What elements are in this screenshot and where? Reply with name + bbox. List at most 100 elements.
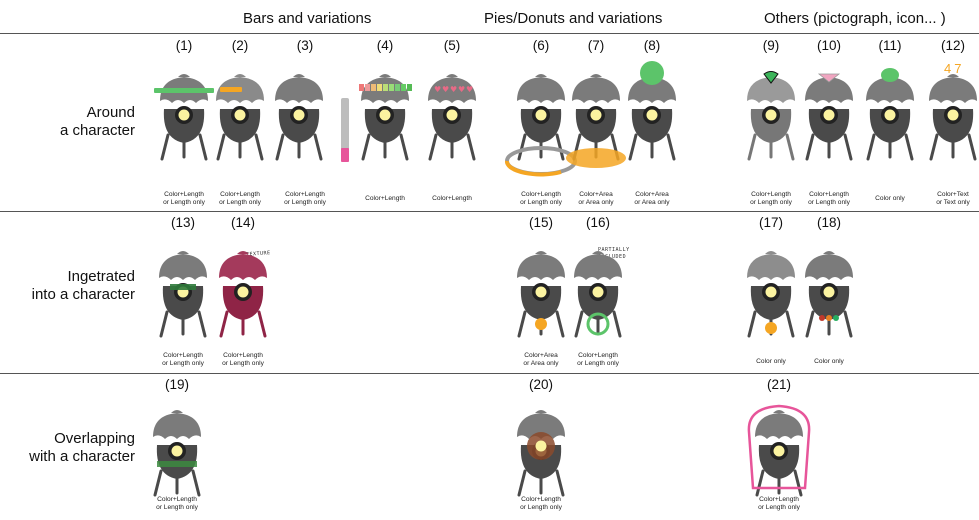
column-number-16: (16) (585, 215, 610, 230)
row-label-integrated: Ingetrated into a character (31, 268, 135, 303)
triangle-icon-10 (817, 73, 841, 83)
character-cap-top (171, 410, 183, 413)
character-body (808, 109, 850, 143)
character-eye (590, 109, 602, 121)
column-number-18: (18) (816, 215, 841, 230)
character-body (750, 286, 792, 320)
caption-2-line-1: Color+Length (220, 191, 260, 198)
character-body (162, 286, 204, 320)
column-number-14: (14) (230, 215, 255, 230)
character-cap (159, 254, 207, 280)
column-number-12: (12) (940, 38, 965, 53)
pie-8 (640, 61, 664, 85)
annotation-partially: PARTIALLY (598, 247, 630, 253)
column-number-15: (15) (528, 215, 553, 230)
character-body (364, 109, 406, 143)
caption-10-line-1: Color+Length (809, 191, 849, 198)
caption-20-line-2: or Length only (520, 504, 562, 511)
heart-5-4: ♥ (466, 85, 473, 94)
caption-11-line-1: Color only (875, 195, 905, 202)
caption-9-line-2: or Length only (750, 199, 792, 206)
pie-7 (566, 148, 626, 168)
divider-row-1 (0, 211, 979, 212)
character-cap (517, 77, 565, 103)
caption-6-line-2: or Length only (520, 199, 562, 206)
character-body (577, 286, 619, 320)
character-eye (765, 286, 777, 298)
character-cap-top (592, 251, 604, 254)
character-13 (159, 251, 207, 338)
character-18 (805, 251, 853, 338)
divider-header (0, 33, 979, 34)
character-eye (646, 109, 658, 121)
character-cap (572, 77, 620, 103)
character-cap (428, 77, 476, 103)
divider-row-2 (0, 373, 979, 374)
caption-12-line-2: or Text only (936, 199, 970, 206)
character-eye (884, 109, 896, 121)
character-cap (153, 413, 201, 439)
integrated-donut-16 (586, 312, 610, 336)
caption-17-line-1: Color only (756, 358, 786, 365)
character-10 (805, 74, 853, 161)
caption-19-line-1: Color+Length (157, 496, 197, 503)
column-number-3: (3) (296, 38, 314, 53)
bar-1 (154, 88, 214, 93)
donut-6-arc (505, 160, 562, 177)
character-body (758, 445, 800, 479)
bar-3-fill (341, 148, 349, 162)
overlap-bar-19 (157, 461, 197, 467)
character-eye (535, 109, 547, 121)
column-number-6: (6) (532, 38, 550, 53)
character-cap-top (535, 410, 547, 413)
column-number-7: (7) (587, 38, 605, 53)
caption-16-line-2: or Length only (577, 360, 619, 367)
character-eye (765, 109, 777, 121)
integrated-dot-17 (765, 322, 777, 334)
caption-18: Color only (797, 358, 861, 366)
column-number-8: (8) (643, 38, 661, 53)
bar-3 (341, 98, 349, 162)
character-cap-top (177, 251, 189, 254)
number-label-47: 47 (944, 61, 965, 76)
caption-2-line-2: or Length only (219, 199, 261, 206)
column-number-19: (19) (164, 377, 189, 392)
segmented-bar-4-seg-5 (389, 84, 394, 91)
caption-17: Color only (739, 358, 803, 366)
character-19 (153, 410, 201, 497)
character-9 (747, 74, 795, 161)
caption-19-line-2: or Length only (156, 504, 198, 511)
character-cap (805, 77, 853, 103)
overlap-pie-20-eye (535, 440, 547, 452)
segmented-bar-4-seg-3 (377, 84, 382, 91)
character-17 (747, 251, 795, 338)
caption-1-line-1: Color+Length (164, 191, 204, 198)
caption-10-line-2: or Length only (808, 199, 850, 206)
character-cap-top (178, 74, 190, 77)
caption-12-line-1: Color+Text (937, 191, 969, 198)
caption-5-line-1: Color+Length (432, 195, 472, 202)
heart-5-2: ♥ (450, 85, 457, 94)
character-body (431, 109, 473, 143)
caption-4: Color+Length (353, 195, 417, 203)
heart-icon-9 (763, 71, 779, 84)
caption-7-line-2: or Area only (578, 199, 614, 206)
caption-6-line-1: Color+Length (521, 191, 561, 198)
annotation-occluded: OCCLUDED (598, 254, 627, 260)
column-number-20: (20) (528, 377, 553, 392)
caption-3-line-1: Color+Length (285, 191, 325, 198)
group-title-others: Others (pictograph, icon... ) (764, 10, 946, 27)
character-eye (234, 109, 246, 121)
row-label-around: Around a character (59, 104, 135, 139)
bar-2 (220, 87, 242, 92)
column-number-2: (2) (231, 38, 249, 53)
